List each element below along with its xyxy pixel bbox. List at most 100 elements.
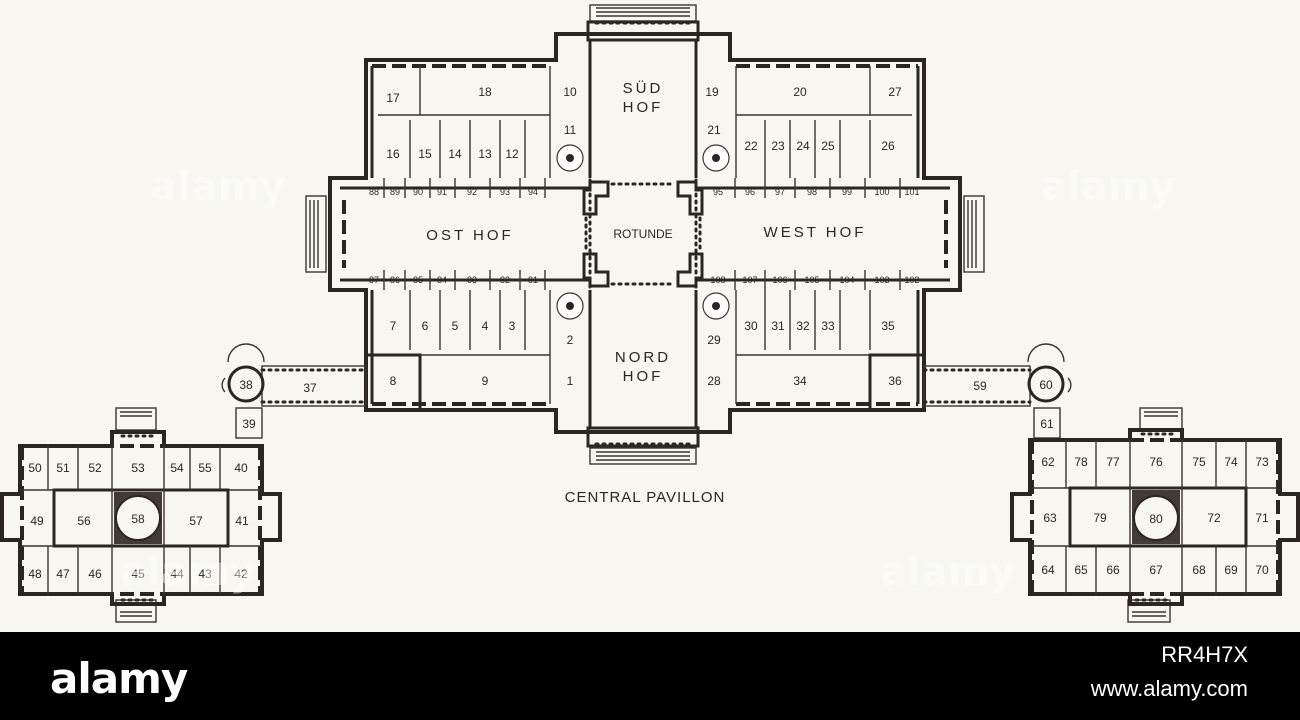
west-entrance-steps: [963, 195, 985, 273]
room-83: 83: [467, 275, 477, 285]
room-24: 24: [796, 139, 810, 153]
room-82: 82: [500, 275, 510, 285]
room-69: 69: [1224, 563, 1238, 577]
room-98: 98: [807, 187, 817, 197]
nord-hof-label-top: NORD: [615, 349, 671, 366]
room-16: 16: [386, 147, 400, 161]
room-72: 72: [1207, 511, 1221, 525]
court-labels: SÜD HOF NORD HOF OST HOF WEST HOF ROTUND…: [426, 79, 863, 506]
room-107: 107: [742, 275, 757, 285]
room-10: 10: [563, 85, 577, 99]
site-url[interactable]: www.alamy.com: [1090, 676, 1248, 701]
east-entrance-steps: [305, 195, 327, 273]
alamy-logo[interactable]: alamy: [50, 654, 188, 703]
room-86: 86: [390, 275, 400, 285]
watermarks: alamy alamy alamy alamy: [120, 164, 1175, 595]
room-73: 73: [1255, 455, 1269, 469]
room-104: 104: [839, 275, 854, 285]
room-27: 27: [888, 85, 902, 99]
room-64: 64: [1041, 563, 1055, 577]
room-68: 68: [1192, 563, 1206, 577]
room-26: 26: [881, 139, 895, 153]
room-77: 77: [1106, 455, 1120, 469]
room-23: 23: [771, 139, 785, 153]
room-32: 32: [796, 319, 810, 333]
room-11: 11: [564, 123, 577, 137]
room-56: 56: [77, 514, 91, 528]
watermark-1: alamy: [150, 164, 285, 210]
room-35: 35: [881, 319, 895, 333]
room-38: 38: [239, 378, 253, 392]
room-55: 55: [198, 461, 212, 475]
room-74: 74: [1224, 455, 1238, 469]
room-81: 81: [528, 275, 538, 285]
room-87: 87: [369, 275, 379, 285]
room-76: 76: [1149, 455, 1163, 469]
room-67: 67: [1149, 563, 1163, 577]
room-84: 84: [437, 275, 447, 285]
room-78: 78: [1074, 455, 1088, 469]
room-91: 91: [437, 187, 447, 197]
room-46: 46: [88, 567, 102, 581]
room-34: 34: [793, 374, 807, 388]
room-25: 25: [821, 139, 835, 153]
room-42: 42: [234, 567, 248, 581]
room-54: 54: [170, 461, 184, 475]
room-58: 58: [131, 512, 145, 526]
north-entrance-steps: [589, 447, 697, 465]
room-57: 57: [189, 514, 203, 528]
watermark-3: alamy: [120, 549, 255, 595]
sud-hof-label-top: SÜD: [623, 79, 664, 97]
room-53: 53: [131, 461, 145, 475]
room-45: 45: [131, 567, 145, 581]
east-pavilion: [0, 407, 282, 623]
stock-footer-bar: alamy RR4H7X www.alamy.com: [0, 632, 1300, 720]
room-22: 22: [744, 139, 758, 153]
room-101: 101: [904, 187, 919, 197]
room-21: 21: [707, 123, 721, 137]
room-41: 41: [235, 514, 249, 528]
room-2: 2: [567, 333, 574, 347]
room-96: 96: [745, 187, 755, 197]
west-pavilion: [1010, 407, 1300, 623]
room-40: 40: [234, 461, 248, 475]
room-102: 102: [904, 275, 919, 285]
room-97: 97: [775, 187, 785, 197]
room-48: 48: [28, 567, 42, 581]
room-36: 36: [888, 374, 902, 388]
room-13: 13: [478, 147, 492, 161]
rotunde: [582, 180, 704, 288]
nord-hof-label-bottom: HOF: [623, 368, 664, 385]
room-85: 85: [413, 275, 423, 285]
room-5: 5: [452, 319, 459, 333]
room-89: 89: [390, 187, 400, 197]
room-37: 37: [303, 381, 317, 395]
room-17: 17: [386, 91, 400, 105]
room-105: 105: [804, 275, 819, 285]
room-103: 103: [874, 275, 889, 285]
room-30: 30: [744, 319, 758, 333]
room-80: 80: [1149, 512, 1163, 526]
room-39: 39: [242, 417, 256, 431]
room-94: 94: [528, 187, 538, 197]
room-108: 108: [710, 275, 725, 285]
room-90: 90: [413, 187, 423, 197]
room-6: 6: [422, 319, 429, 333]
room-1: 1: [567, 374, 574, 388]
room-75: 75: [1192, 455, 1206, 469]
room-99: 99: [842, 187, 852, 197]
room-100: 100: [874, 187, 889, 197]
sud-hof-label-bottom: HOF: [623, 99, 664, 116]
room-19: 19: [705, 85, 719, 99]
room-44: 44: [170, 567, 184, 581]
room-8: 8: [390, 374, 397, 388]
room-28: 28: [707, 374, 721, 388]
room-62: 62: [1041, 455, 1055, 469]
room-18: 18: [478, 85, 492, 99]
room-29: 29: [707, 333, 721, 347]
room-9: 9: [482, 374, 489, 388]
ost-hof-label: OST HOF: [426, 227, 513, 244]
room-7: 7: [390, 319, 397, 333]
room-52: 52: [88, 461, 102, 475]
room-95: 95: [713, 187, 723, 197]
